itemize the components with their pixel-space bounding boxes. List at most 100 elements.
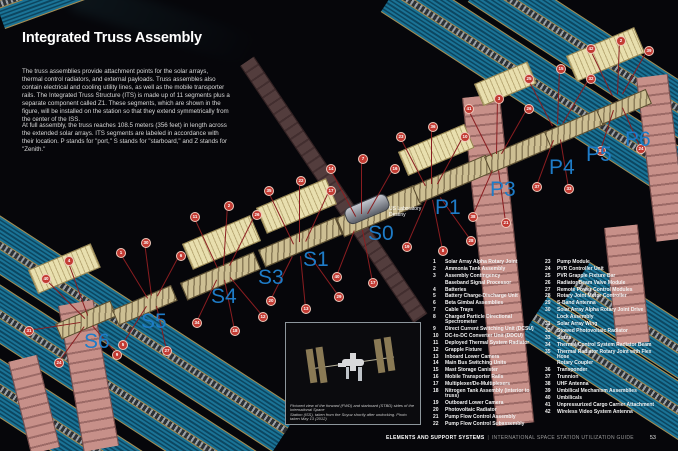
legend-item-label: Wireless Video System Antenna [557, 408, 633, 415]
legend-item-label: Remote Power Control Modules [557, 286, 633, 293]
callout-marker-37: 37 [532, 182, 542, 192]
legend-item-label: Battery Charge-Discharge Unit [445, 293, 518, 300]
callout-marker-40: 40 [332, 272, 342, 282]
legend-item-number: 25 [545, 272, 551, 279]
callout-leader-line [431, 126, 432, 184]
legend-item-39: 39 Umbilical Mechanism Assemblies [545, 389, 655, 394]
legend-item-label: Unpressurized Cargo Carrier Attachment [557, 401, 655, 408]
callout-marker-26: 26 [252, 210, 262, 220]
callout-marker-40: 40 [41, 274, 51, 284]
callout-marker-42: 42 [586, 44, 596, 54]
legend-item-number: 26 [545, 279, 551, 286]
destiny-label-line2: Destiny [389, 212, 406, 218]
legend-item-label: Deployed Thermal System Radiator [445, 339, 530, 346]
callout-marker-6: 6 [176, 251, 186, 261]
segment-label-s3: S3 [258, 266, 284, 289]
callout-marker-38: 38 [468, 212, 478, 222]
segment-label-s4: S4 [211, 285, 237, 308]
legend-item-label: Stowed Photovoltaic Radiator [557, 327, 628, 334]
segment-label-p5: P5 [586, 143, 612, 166]
legend-item-label: Solar Array Alpha Rotary Joint [445, 259, 518, 265]
legend-item-41: 41 Unpressurized Cargo Carrier Attachment [545, 401, 655, 408]
legend-item-label: Transponder [557, 367, 588, 374]
segment-label-p3: P3 [490, 178, 516, 201]
callout-marker-5: 5 [118, 340, 128, 350]
callout-marker-2: 2 [224, 201, 234, 211]
legend-item-number: 16 [433, 374, 439, 381]
legend-item-label: Assembly Contingency [445, 272, 501, 279]
legend-item-number: 42 [545, 408, 551, 415]
legend-item-number: 37 [545, 374, 551, 381]
legend-item-35-wrap: Rotary Coupler [545, 361, 655, 366]
callout-marker-30: 30 [141, 238, 151, 248]
legend-item-number: 41 [545, 401, 551, 408]
callout-marker-25: 25 [524, 74, 534, 84]
legend-item-label: Multiplexer/De-Multiplexers [445, 381, 511, 388]
legend-item-11: 11 Deployed Thermal System Radiator [433, 339, 543, 346]
legend-item-label: Beta Gimbal Assemblies [445, 300, 504, 307]
callout-marker-13: 13 [301, 304, 311, 314]
legend-item-number-spacer [433, 281, 445, 286]
legend-item-label: Thermal Radiator Rotary Joint with Flex … [557, 348, 652, 360]
iss-photo-inset: Pictured view of the forward (FWD) and s… [285, 322, 421, 425]
legend-item-number: 12 [433, 346, 439, 353]
segment-label-p1: P1 [435, 196, 461, 219]
callout-marker-18: 18 [230, 326, 240, 336]
legend-item-30: 30 Solar Array Alpha Rotary Joint Drive [545, 308, 655, 313]
segment-label-p6: P6 [625, 128, 651, 151]
callout-marker-22: 22 [296, 176, 306, 186]
inset-caption: Pictured view of the forward (FWD) and s… [290, 403, 417, 422]
body-paragraph-1: The truss assemblies provide attachment … [22, 68, 230, 123]
legend-item-number: 39 [545, 388, 551, 395]
legend-item-number: 20 [433, 406, 439, 413]
legend-item-label: Umbilical Mechanism Assemblies [557, 388, 637, 395]
legend-item-number: 22 [433, 420, 439, 427]
inset-caption-line2: Station (ISS), taken from the Soyuz shor… [290, 411, 407, 422]
legend-item-label: Thermal Control System Radiator Beam [557, 341, 652, 348]
legend-item-number: 35 [545, 348, 551, 355]
legend-item-label: Trunnion [557, 374, 579, 381]
legend-item-label: Pump Flow Control Subassembly [445, 420, 525, 427]
legend-item-22: 22 Pump Flow Control Subassembly [433, 420, 543, 427]
legend-item-number: 30 [545, 307, 551, 314]
segment-label-s0: S0 [368, 222, 394, 245]
segment-label-s1: S1 [303, 248, 329, 271]
destiny-module-label: US Laboratory Destiny [389, 206, 421, 218]
callout-marker-11: 11 [190, 212, 200, 222]
legend-item-number: 15 [433, 367, 439, 374]
iss-photo-illustration [305, 336, 396, 384]
legend-item-label: Direct Current Switching Unit (DCSU) [445, 326, 534, 333]
destiny-label-line1: US Laboratory [389, 206, 422, 212]
legend-item-label: Nitrogen Tank Assembly (interior to trus… [445, 388, 530, 400]
legend-item-number: 11 [433, 339, 439, 346]
callout-marker-24: 24 [54, 358, 64, 368]
legend-item-label: Solar Array Alpha Rotary Joint Drive [557, 307, 644, 314]
legend-item-number: 27 [545, 286, 551, 293]
legend-item-number: 19 [433, 399, 439, 406]
legend-item-1: 1 Solar Array Alpha Rotary Joint [433, 260, 543, 265]
callout-marker-32: 32 [586, 74, 596, 84]
legend-item-number: 1 [433, 259, 436, 265]
legend-item-number: 33 [545, 334, 551, 341]
legend-item-number: 29 [545, 300, 551, 307]
legend-item-27: 27 Remote Power Control Modules [545, 286, 655, 293]
legend-item-label: PVR Controller Unit [557, 265, 604, 272]
